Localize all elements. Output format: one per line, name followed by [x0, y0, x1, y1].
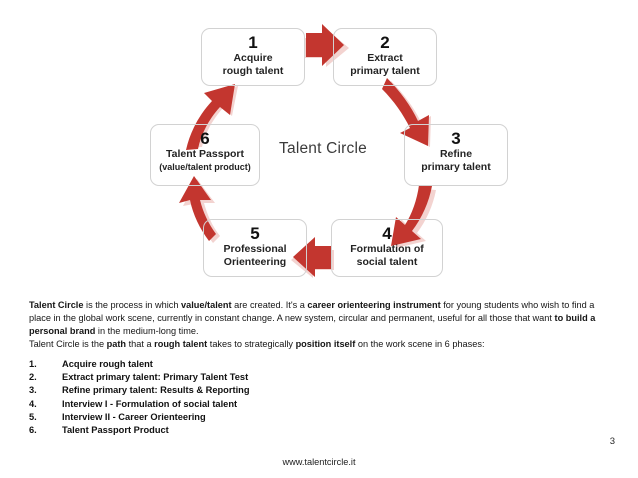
node-4-number: 4 — [382, 224, 392, 243]
node-2-label: Extract — [367, 52, 403, 64]
para1: Talent Circle is the process in which va… — [29, 300, 595, 336]
diagram-node-2: 2 Extract primary talent — [333, 28, 437, 86]
list-item: 1. Acquire rough talent — [29, 358, 429, 371]
node-4-label: Formulation of — [350, 243, 424, 255]
para1-text-2: are created. It's a — [231, 300, 308, 310]
phase-number: 5. — [29, 411, 37, 422]
para1-text-3: for young students who wish to find a pl… — [29, 300, 595, 324]
talent-circle-diagram: 1 Acquire rough talent 2 Extract primary… — [150, 24, 508, 278]
phase-number: 1. — [29, 359, 37, 369]
page-number: 3 — [609, 436, 615, 447]
diagram-node-3: 3 Refine primary talent — [404, 124, 508, 186]
phase-number: 2. — [29, 372, 37, 383]
para1-bold-3: career orienteering instrument — [307, 300, 441, 310]
arrow-3-to-4-solid — [391, 185, 432, 246]
para2-text-2: that a — [126, 339, 155, 350]
node-3-number: 3 — [451, 129, 461, 148]
phase-text: Acquire rough talent — [62, 359, 153, 369]
node-6-number: 6 — [200, 129, 210, 148]
node-1-sublabel: rough talent — [222, 65, 284, 77]
description-paragraph: Talent Circle is the process in which va… — [29, 299, 610, 351]
node-5-sublabel: Orienteering — [223, 256, 287, 268]
para2-bold-2: rough talent — [154, 339, 208, 350]
list-item: 6. Talent Passport Product — [29, 424, 429, 437]
arrow-2-to-3-solid — [382, 78, 429, 146]
node-6-sublabel: (value/talent product) — [159, 162, 251, 172]
para2-text-3: takes to strategically — [207, 339, 296, 350]
list-item: 2. Extract primary talent: Primary Talen… — [29, 371, 429, 384]
arrow-6-to-1 — [186, 84, 238, 150]
phase-list: 1. Acquire rough talent 2. Extract prima… — [29, 358, 429, 437]
arrow-1-to-2 — [305, 24, 349, 67]
arrow-1-to-2-solid — [306, 24, 344, 66]
para1-bold-4: to build a personal brand — [29, 313, 596, 337]
node-6-label: Talent Passport — [166, 148, 244, 160]
node-3-sublabel: primary talent — [421, 161, 491, 173]
diagram-node-6: 6 Talent Passport (value/talent product) — [150, 124, 260, 186]
node-1-label: Acquire — [233, 52, 273, 64]
node-5-number: 5 — [250, 224, 260, 243]
node-5-label: Professional — [223, 243, 287, 255]
arrow-6-to-1-solid — [186, 84, 235, 150]
node-3-label: Refine — [439, 148, 473, 160]
list-item: 4. Interview I - Formulation of social t… — [29, 398, 429, 411]
para2-text-1: Talent Circle is the — [29, 339, 107, 350]
phase-text: Refine primary talent: Results & Reporti… — [62, 385, 250, 396]
arrow-2-to-3 — [382, 78, 431, 147]
phase-number: 4. — [29, 398, 37, 409]
node-1-number: 1 — [248, 33, 258, 52]
diagram-node-4: 4 Formulation of social talent — [331, 219, 443, 277]
phase-number: 3. — [29, 385, 37, 396]
list-item: 5. Interview II - Career Orienteering — [29, 411, 429, 424]
arrow-3-to-4 — [391, 185, 436, 248]
para1-bold-1: Talent Circle — [29, 300, 84, 310]
phase-text: Interview II - Career Orienteering — [62, 411, 206, 422]
phase-text: Extract primary talent: Primary Talent T… — [62, 372, 249, 383]
para2-text-4: on the work scene in 6 phases: — [355, 339, 485, 350]
para1-text-1: is the process in which — [83, 300, 182, 310]
para1-text-4: in the medium-long time. — [95, 326, 199, 337]
phase-number: 6. — [29, 425, 37, 436]
para2-bold-1: path — [106, 339, 127, 350]
para1-bold-2: value/talent — [181, 300, 232, 310]
list-item: 3. Refine primary talent: Results & Repo… — [29, 384, 429, 397]
node-2-number: 2 — [380, 33, 390, 52]
diagram-node-1: 1 Acquire rough talent — [201, 28, 305, 86]
phase-text: Interview I - Formulation of social tale… — [62, 398, 238, 409]
node-4-sublabel: social talent — [356, 256, 418, 268]
node-2-sublabel: primary talent — [350, 65, 420, 77]
footer-url: www.talentcircle.it — [282, 457, 356, 467]
diagram-center-title: Talent Circle — [279, 140, 367, 157]
phase-text: Talent Passport Product — [62, 425, 169, 436]
arrow-4-to-5-solid — [293, 237, 331, 277]
diagram-node-5: 5 Professional Orienteering — [203, 219, 307, 277]
para2-bold-3: position itself — [295, 339, 356, 350]
para2: Talent Circle is the path that a rough t… — [29, 338, 610, 351]
